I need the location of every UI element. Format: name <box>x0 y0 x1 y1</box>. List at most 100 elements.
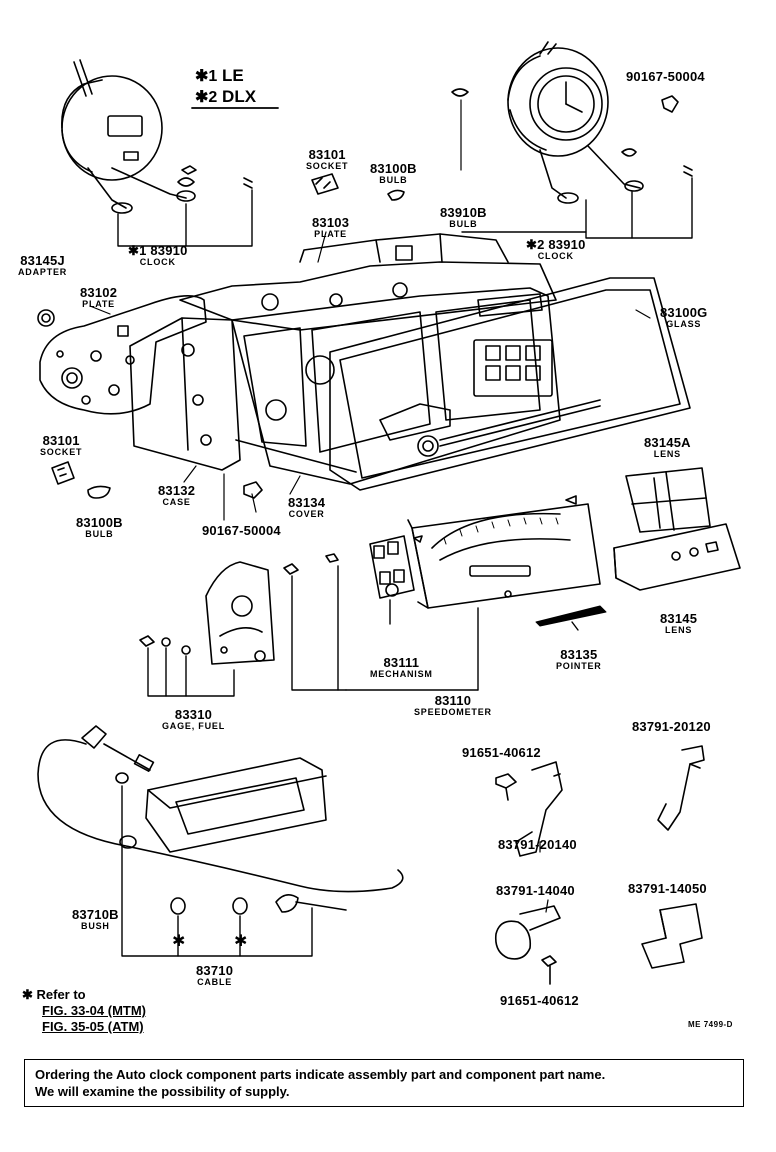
label-bulb-mid-name: BULB <box>449 219 478 229</box>
label-cover: 83134 COVER <box>288 496 325 519</box>
legend-mark-1: ✱1 <box>195 68 218 85</box>
label-bush: 83710B BUSH <box>72 908 119 931</box>
label-bulb-top-name: BULB <box>379 175 408 185</box>
notice-line-2: We will examine the possibility of suppl… <box>35 1084 290 1099</box>
notice-box: Ordering the Auto clock component parts … <box>24 1059 744 1107</box>
label-mechanism: 83111 MECHANISM <box>370 656 433 679</box>
legend: ✱1 LE ✱2 DLX <box>195 66 256 108</box>
label-clip-a: 83791-20120 <box>632 720 711 733</box>
label-socket-top-number: 83101 <box>308 147 346 162</box>
label-plate-top: 83103 PLATE <box>312 216 349 239</box>
label-clock-dlx-mark: ✱2 <box>526 237 545 252</box>
label-cover-number: 83134 <box>288 495 326 510</box>
label-gage-fuel-number: 83310 <box>174 707 213 722</box>
label-speedometer: 83110 SPEEDOMETER <box>414 694 492 717</box>
label-clock-le-name: CLOCK <box>139 257 176 267</box>
label-pointer-name: POINTER <box>556 661 602 671</box>
drawing-code: ME 7499-D <box>688 1020 733 1029</box>
label-screw-top-number: 90167-50004 <box>626 69 705 84</box>
footnote: ✱ Refer to FIG. 33-04 (MTM) FIG. 35-05 (… <box>22 987 146 1035</box>
label-bolt-b: 91651-40612 <box>500 994 579 1007</box>
lens-a-drawing <box>625 467 711 533</box>
notice-line-1: Ordering the Auto clock component parts … <box>35 1067 606 1082</box>
label-socket-top-name: SOCKET <box>306 161 349 171</box>
clock-dlx-drawing <box>451 41 693 204</box>
label-socket-left-number: 83101 <box>42 433 80 448</box>
cluster-drawing <box>37 233 691 491</box>
label-clock-le-number: 83910 <box>150 243 188 258</box>
mechanism-drawing <box>369 535 415 599</box>
label-cable: 83710 CABLE <box>196 964 233 987</box>
label-glass-number: 83100G <box>660 305 708 320</box>
label-glass: 83100G GLASS <box>660 306 707 329</box>
lens-drawing <box>613 523 741 591</box>
label-bush-number: 83710B <box>72 907 119 922</box>
label-case-number: 83132 <box>158 483 196 498</box>
label-bolt-a: 91651-40612 <box>462 746 541 759</box>
label-screw-top: 90167-50004 <box>626 70 705 83</box>
label-clock-dlx: ✱2 83910 CLOCK <box>526 238 586 261</box>
label-gage-fuel-name: GAGE, FUEL <box>162 721 226 731</box>
legend-line-dlx: ✱2 DLX <box>195 87 256 108</box>
footnote-fig-mtm[interactable]: FIG. 33-04 (MTM) <box>42 1003 147 1018</box>
label-bush-name: BUSH <box>81 921 110 931</box>
label-screw-bottom-number: 90167-50004 <box>202 523 281 538</box>
footnote-fig-atm[interactable]: FIG. 35-05 (ATM) <box>42 1019 144 1034</box>
legend-text-dlx: DLX <box>222 87 257 106</box>
label-adapter-name: ADAPTER <box>18 267 68 277</box>
label-socket-top: 83101 SOCKET <box>306 148 348 171</box>
label-plate-left-name: PLATE <box>82 299 115 309</box>
label-clamp-b: 83791-14050 <box>628 882 707 895</box>
label-bulb-top-number: 83100B <box>370 161 417 176</box>
label-cable-name: CABLE <box>197 977 233 987</box>
label-plate-top-name: PLATE <box>314 229 347 239</box>
label-bolt-b-number: 91651-40612 <box>500 993 579 1008</box>
label-adapter: 83145J ADAPTER <box>18 254 67 277</box>
label-lens-number: 83145 <box>660 611 698 626</box>
label-bulb-mid-number: 83910B <box>440 205 487 220</box>
label-cable-number: 83710 <box>196 963 234 978</box>
legend-line-le: ✱1 LE <box>195 66 256 87</box>
label-clip-b: 83791-20140 <box>498 838 577 851</box>
legend-text-le: LE <box>222 66 244 85</box>
label-lens-a: 83145A LENS <box>644 436 691 459</box>
label-lens-a-number: 83145A <box>644 435 691 450</box>
label-clip-a-number: 83791-20120 <box>632 719 711 734</box>
fuel-gage-drawing <box>139 561 275 665</box>
label-clock-dlx-name: CLOCK <box>537 251 574 261</box>
label-lens-name: LENS <box>664 625 693 635</box>
svg-text:✱: ✱ <box>234 931 247 950</box>
label-speedometer-number: 83110 <box>434 693 472 708</box>
label-bulb-left-name: BULB <box>85 529 114 539</box>
label-bulb-top: 83100B BULB <box>370 162 417 185</box>
cable-drawing <box>37 725 404 915</box>
label-pointer: 83135 POINTER <box>556 648 602 671</box>
label-clamp-a: 83791-14040 <box>496 884 575 897</box>
label-clamp-a-number: 83791-14040 <box>496 883 575 898</box>
label-speedometer-name: SPEEDOMETER <box>414 707 492 717</box>
label-clamp-b-number: 83791-14050 <box>628 881 707 896</box>
footnote-refer: ✱ Refer to <box>22 987 86 1002</box>
label-mechanism-number: 83111 <box>383 655 420 670</box>
label-cover-name: COVER <box>288 509 325 519</box>
label-gage-fuel: 83310 GAGE, FUEL <box>162 708 225 731</box>
label-socket-left-name: SOCKET <box>40 447 83 457</box>
label-lens: 83145 LENS <box>660 612 697 635</box>
label-bulb-mid: 83910B BULB <box>440 206 487 229</box>
label-clock-le-mark: ✱1 <box>128 243 147 258</box>
label-adapter-number: 83145J <box>20 253 65 268</box>
label-plate-top-number: 83103 <box>312 215 350 230</box>
label-bulb-left-number: 83100B <box>76 515 123 530</box>
label-glass-name: GLASS <box>666 319 702 329</box>
tray-drawing <box>145 757 327 853</box>
label-clip-b-number: 83791-20140 <box>498 837 577 852</box>
label-bulb-left: 83100B BULB <box>76 516 123 539</box>
speedometer-drawing <box>407 495 601 609</box>
svg-text:✱: ✱ <box>172 931 185 950</box>
label-screw-bottom: 90167-50004 <box>202 524 281 537</box>
clock-le-drawing <box>61 59 253 214</box>
label-case-name: CASE <box>162 497 191 507</box>
label-mechanism-name: MECHANISM <box>370 669 433 679</box>
